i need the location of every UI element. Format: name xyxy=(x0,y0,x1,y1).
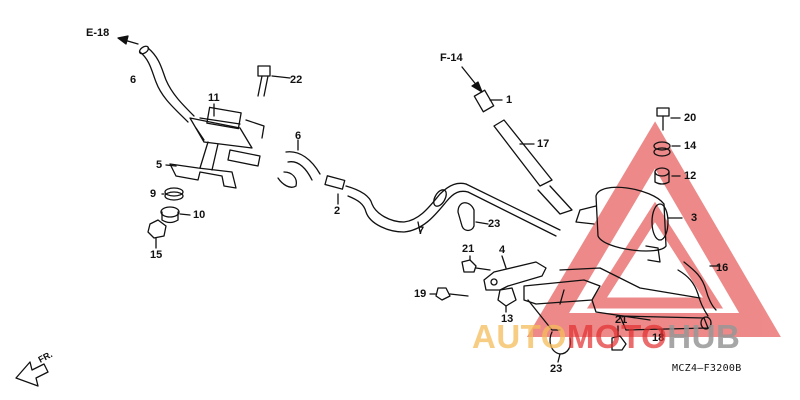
clamp-23-lower xyxy=(549,331,572,363)
diagram-code: MCZ4–F3200B xyxy=(672,363,742,374)
bracket-18 xyxy=(523,267,712,337)
callout-15: 15 xyxy=(150,249,163,261)
callout-11: 11 xyxy=(208,92,220,104)
canister-3 xyxy=(575,186,683,263)
callout-21-left: 21 xyxy=(462,243,475,255)
washer-14 xyxy=(653,141,681,157)
clamp-23-upper xyxy=(457,202,489,232)
callout-2: 2 xyxy=(334,205,341,217)
bracket-4 xyxy=(483,255,547,291)
callout-22: 22 xyxy=(290,74,303,86)
joint-2 xyxy=(324,175,346,205)
callout-20: 20 xyxy=(684,112,697,124)
bolt-21-right xyxy=(611,325,627,351)
callout-7: 7 xyxy=(418,225,425,237)
hose-7 xyxy=(345,182,561,237)
arrow-e18-icon xyxy=(117,35,139,45)
tube-17 xyxy=(493,119,573,215)
ref-f14[interactable]: F-14 xyxy=(440,52,463,64)
bolt-19 xyxy=(429,287,469,301)
solenoid-valve-11 xyxy=(189,106,265,171)
hose-6-upper xyxy=(138,45,195,123)
callout-23-upper: 23 xyxy=(488,218,501,230)
rubber-12 xyxy=(654,167,681,185)
bolt-15 xyxy=(147,219,167,249)
callout-18: 18 xyxy=(652,332,665,344)
callout-14: 14 xyxy=(684,140,697,152)
watermark-part-auto: AUTO xyxy=(472,318,567,355)
watermark-text: AUTOMOTOHUB xyxy=(472,318,740,356)
callout-3: 3 xyxy=(691,212,698,224)
callout-10: 10 xyxy=(193,209,206,221)
callout-9: 9 xyxy=(150,188,157,200)
grommet-10 xyxy=(160,206,191,224)
callout-23-lower: 23 xyxy=(550,363,563,375)
callout-13: 13 xyxy=(501,313,514,325)
callout-19: 19 xyxy=(414,288,427,300)
bracket-5 xyxy=(165,163,237,189)
bolt-20 xyxy=(656,107,681,131)
callout-21-right: 21 xyxy=(615,314,628,326)
grommet-13 xyxy=(497,287,517,313)
front-arrow-icon xyxy=(15,361,49,387)
watermark-part-moto: MOTO xyxy=(566,318,668,355)
arrow-f14-icon xyxy=(461,66,483,93)
hose-16 xyxy=(677,261,721,317)
watermark-part-hub: HUB xyxy=(667,318,741,355)
callout-4: 4 xyxy=(499,244,506,256)
callout-16: 16 xyxy=(716,262,729,274)
callout-6-lower: 6 xyxy=(295,130,302,142)
bolt-22 xyxy=(257,65,291,97)
ref-e18[interactable]: E-18 xyxy=(86,27,110,39)
bolt-21-left xyxy=(461,255,491,273)
callout-12: 12 xyxy=(684,170,697,182)
hose-8 xyxy=(277,139,321,188)
callout-6-upper: 6 xyxy=(130,74,137,86)
callout-1: 1 xyxy=(506,94,513,106)
joint-1 xyxy=(473,89,503,113)
watermark-logo xyxy=(526,121,781,337)
callout-5: 5 xyxy=(156,159,163,171)
callout-17: 17 xyxy=(537,138,550,150)
collar-9 xyxy=(161,187,184,201)
